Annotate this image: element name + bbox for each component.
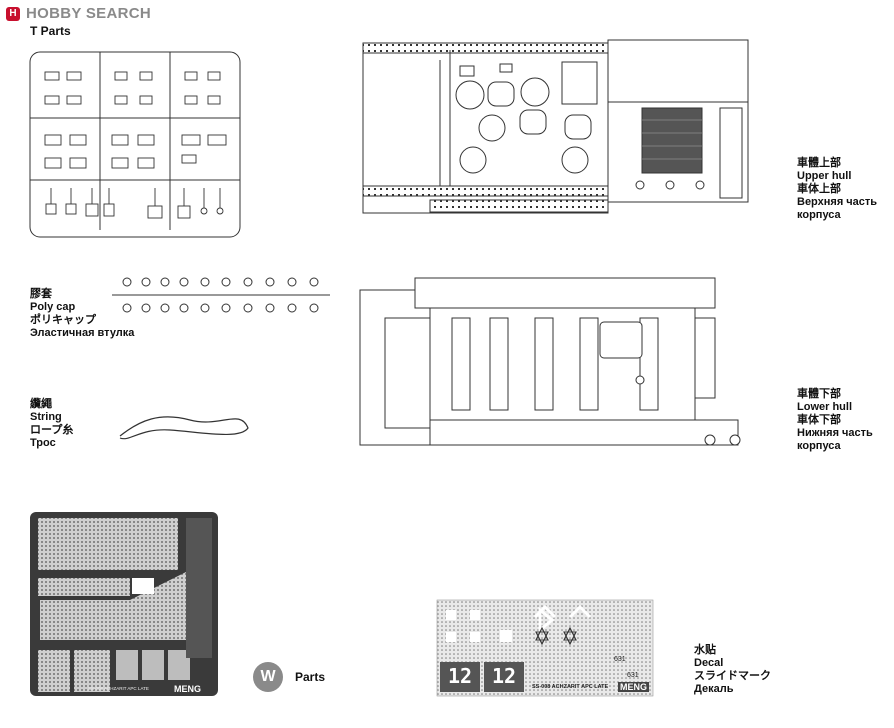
string-label: 纜繩 String ロープ糸 Трос [30, 398, 73, 450]
w-parts-text: Parts [295, 670, 326, 684]
lower-hull-label-ja: 車体下部 [797, 414, 841, 426]
pe-sheet-caption: SS-008 ACHZARIT APC LATE [88, 686, 149, 691]
decal-label-en: Decal [694, 657, 724, 669]
lower-hull-label-en: Lower hull [797, 401, 852, 413]
upper-hull-label-ru-2: корпуса [797, 209, 841, 221]
lower-hull-label-ru-1: Нижняя часть [797, 427, 873, 439]
string-label-en: String [30, 411, 62, 423]
w-parts-label: W Parts [253, 662, 325, 692]
poly-cap-label-ru: Эластичная втулка [30, 327, 135, 339]
upper-hull-label-zh: 車體上部 [797, 157, 841, 169]
poly-cap-label-en: Poly cap [30, 301, 76, 313]
string-label-ja: ロープ糸 [30, 424, 74, 436]
site-logo: H HOBBY SEARCH [6, 5, 151, 22]
decal-small-number-2: 631 [627, 672, 639, 679]
pe-sheet-brand: MENG [174, 684, 201, 694]
photo-etch-sheet [30, 512, 218, 696]
decal-sheet-brand: MENG [618, 682, 649, 692]
lower-hull-label: 車體下部 Lower hull 車体下部 Нижняя часть корпус… [797, 388, 873, 453]
decal-label-zh: 水贴 [694, 644, 716, 656]
t-parts-title: T Parts [30, 24, 71, 38]
w-parts-badge: W [253, 662, 283, 692]
decal-label-ja: スライドマーク [694, 670, 771, 682]
upper-hull-drawing [362, 39, 749, 214]
hobby-search-logo-icon: H [6, 6, 20, 21]
upper-hull-label: 車體上部 Upper hull 車体上部 Верхняя часть корпу… [797, 157, 877, 222]
decal-label: 水贴 Decal スライドマーク Декаль [694, 644, 771, 696]
decal-number-1: 12 [447, 664, 473, 688]
poly-cap-drawing [112, 277, 330, 313]
upper-hull-label-en: Upper hull [797, 170, 852, 182]
string-label-zh: 纜繩 [30, 398, 52, 410]
decal-sheet [436, 599, 654, 697]
poly-cap-label: 膠套 Poly cap ポリキャップ Эластичная втулка [30, 288, 134, 340]
upper-hull-label-ru-1: Верхняя часть [797, 196, 878, 208]
t-parts-sprue [29, 51, 241, 238]
decal-number-2: 12 [491, 664, 517, 688]
decal-label-ru: Декаль [694, 683, 734, 695]
lower-hull-drawing [359, 277, 741, 446]
string-drawing [119, 416, 249, 440]
upper-hull-label-ja: 車体上部 [797, 183, 841, 195]
decal-small-number-1: 631 [614, 656, 626, 663]
decal-sheet-caption: SS-008 ACHZARIT APC LATE [532, 684, 609, 690]
string-label-ru: Трос [30, 437, 56, 449]
poly-cap-label-zh: 膠套 [30, 288, 52, 300]
lower-hull-label-zh: 車體下部 [797, 388, 841, 400]
poly-cap-label-ja: ポリキャップ [30, 314, 96, 326]
site-logo-text: HOBBY SEARCH [26, 5, 152, 22]
lower-hull-label-ru-2: корпуса [797, 440, 841, 452]
